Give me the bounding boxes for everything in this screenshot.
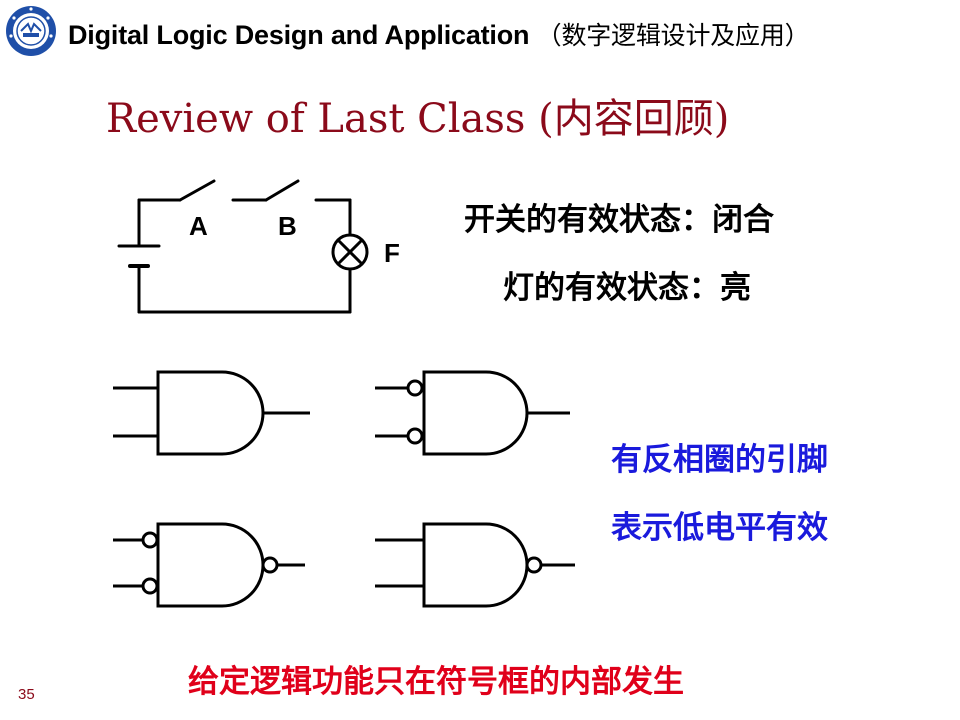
slide-number: 35 [18, 686, 35, 703]
and-gate [113, 370, 310, 456]
lamp-label: F [384, 238, 400, 268]
inversion-bubble [261, 556, 279, 574]
nand-gate [375, 522, 575, 608]
bubble-note-line1: 有反相圈的引脚 [611, 442, 828, 478]
inversion-bubble [406, 427, 424, 445]
nand-gate-inverted-inputs [113, 522, 305, 608]
switch-a-label: A [189, 211, 208, 241]
switch-a [178, 179, 216, 202]
inversion-bubble [141, 577, 159, 595]
slide-title: Review of Last Class (内容回顾) [106, 96, 730, 142]
inversion-bubble [406, 379, 424, 397]
and-gate-inverted-inputs [375, 370, 570, 456]
university-seal-icon [6, 6, 56, 56]
bubble-note-line2: 表示低电平有效 [611, 510, 828, 546]
lamp-active-note: 灯的有效状态：亮 [503, 270, 751, 306]
battery-icon [117, 244, 161, 268]
course-subtitle: （数字逻辑设计及应用） [536, 21, 810, 50]
inversion-bubble [141, 531, 159, 549]
conclusion-note: 给定逻辑功能只在符号框的内部发生 [188, 664, 684, 700]
inversion-bubble [525, 556, 543, 574]
course-title: Digital Logic Design and Application [68, 20, 530, 50]
slide-header: Digital Logic Design and Application （数字… [0, 0, 960, 70]
switch-b-label: B [278, 211, 297, 241]
switch-b [264, 179, 300, 202]
switch-circuit [137, 179, 352, 314]
switch-active-note: 开关的有效状态：闭合 [464, 202, 774, 238]
header-title: Digital Logic Design and Application （数字… [68, 16, 810, 52]
lamp-icon [331, 233, 369, 271]
